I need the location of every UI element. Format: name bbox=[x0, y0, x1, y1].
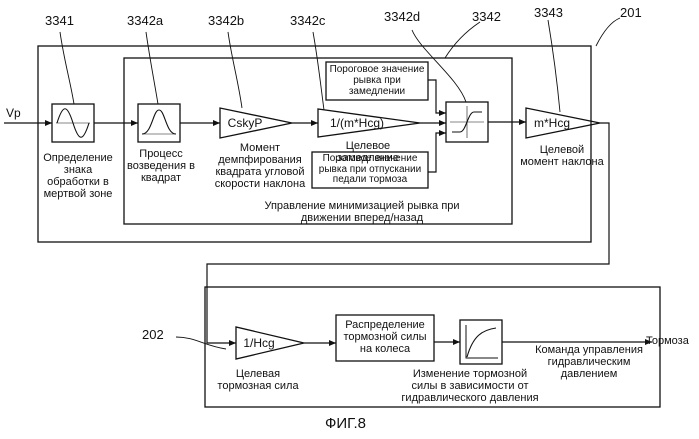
square-process-label: Процесс возведения в квадрат bbox=[124, 148, 198, 184]
axis-icon bbox=[466, 325, 498, 358]
target-brake-label: Целевая тормозная сила bbox=[216, 368, 300, 392]
threshold-decel-text: Пороговое значение рывка при замедлении bbox=[328, 64, 426, 97]
target-decel-label: Целевое замедление bbox=[318, 140, 418, 164]
ref-3341: 3341 bbox=[45, 14, 74, 28]
brake-change-label: Изменение тормозной силы в зависимости о… bbox=[400, 368, 540, 404]
hydraulic-command-label: Команда управления гидравлическим давлен… bbox=[524, 344, 654, 380]
distribution-text: Распределение тормозной силы на колеса bbox=[338, 319, 432, 355]
input-signal-label: Vp bbox=[6, 106, 21, 120]
sign-detection-label: Определение знака обработки в мертвой зо… bbox=[40, 152, 116, 200]
cskyp-label: CskyP bbox=[218, 117, 272, 129]
ref-3342: 3342 bbox=[472, 10, 501, 24]
ref-3342c: 3342c bbox=[290, 14, 325, 28]
ref-3342a: 3342a bbox=[127, 14, 163, 28]
inv-mhcg-label: 1/(m*Hcg) bbox=[318, 117, 396, 129]
ref-3342b: 3342b bbox=[208, 14, 244, 28]
ref-3342d: 3342d bbox=[384, 10, 420, 24]
damping-moment-label: Момент демпфирования квадрата угловой ск… bbox=[204, 142, 316, 190]
target-moment-label: Целевой момент наклона bbox=[520, 144, 604, 168]
ref-3343: 3343 bbox=[534, 6, 563, 20]
ref-201: 201 bbox=[620, 6, 642, 20]
mhcg-label: m*Hcg bbox=[524, 117, 580, 129]
curve-icon bbox=[467, 328, 496, 357]
inv-hcg-label: 1/Hcg bbox=[234, 337, 284, 349]
jerk-control-label: Управление минимизацией рывка при движен… bbox=[262, 200, 462, 224]
bell-icon bbox=[142, 110, 176, 134]
figure-caption: ФИГ.8 bbox=[325, 417, 366, 431]
ref-202: 202 bbox=[142, 328, 164, 342]
